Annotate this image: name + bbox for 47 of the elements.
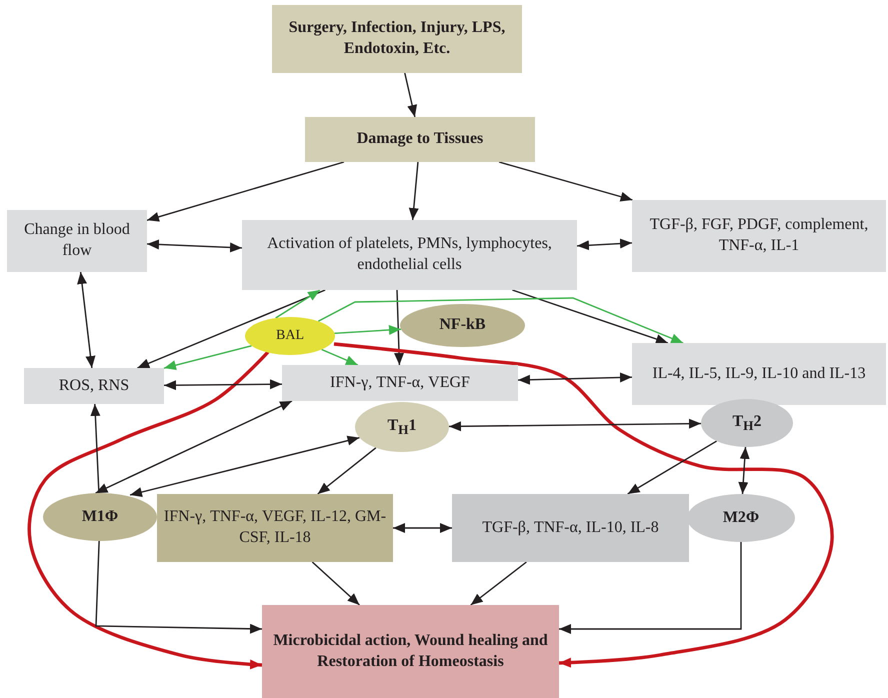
- arrow: [146, 161, 344, 222]
- cause-box: Surgery, Infection, Injury, LPS, Endotoxin, Etc.: [272, 5, 522, 73]
- arrow: [408, 162, 419, 220]
- arrow: [576, 238, 632, 250]
- arrow: [518, 372, 632, 385]
- arrow: [448, 418, 702, 432]
- mediator-box: TGF-β, TNF-α, IL-10, IL-8: [452, 494, 689, 562]
- mediator-box: IL-4, IL-5, IL-9, IL-10 and IL-13: [632, 343, 886, 405]
- arrow: [312, 561, 360, 606]
- arrow: [498, 161, 633, 202]
- arrow: [559, 542, 742, 634]
- arrow: [95, 400, 292, 494]
- cell-ellipse: M2Φ: [687, 494, 795, 542]
- mediator-box: TGF-β, FGF, PDGF, complement, TNF-α, IL-1: [632, 200, 886, 272]
- arrow: [318, 297, 684, 344]
- cell-ellipse: T$_{H}$2: [701, 399, 793, 447]
- arrow: [334, 342, 834, 668]
- arrow: [738, 446, 750, 494]
- arrow: [317, 447, 376, 495]
- arrow: [394, 290, 404, 366]
- arrow: [95, 540, 262, 634]
- arrow: [130, 436, 360, 497]
- arrow: [28, 350, 270, 670]
- cell-ellipse: T$_{H}$1: [355, 402, 449, 452]
- mediator-box: IFN-γ, TNF-α, VEGF: [282, 365, 518, 401]
- factor-ellipse: NF-kB: [400, 304, 525, 347]
- arrow: [164, 345, 252, 370]
- arrow: [470, 561, 527, 606]
- arrow: [404, 72, 418, 118]
- cell-ellipse: M1Φ: [43, 493, 157, 541]
- arrow: [321, 348, 358, 366]
- arrow: [275, 289, 320, 319]
- arrow: [164, 379, 282, 390]
- mediator-box: ROS, RNS: [24, 368, 164, 404]
- arrow: [393, 523, 452, 533]
- arrow: [77, 272, 96, 368]
- arrow: [146, 239, 242, 252]
- process-box: Activation of platelets, PMNs, lymphocytes, endothelial cells: [242, 220, 577, 290]
- process-box: Damage to Tissues: [305, 117, 535, 162]
- arrow: [334, 324, 401, 335]
- arrow: [627, 440, 718, 495]
- mediator-box: IFN-γ, TNF-α, VEGF, IL-12, GM-CSF, IL-18: [157, 494, 393, 562]
- arrow: [512, 289, 668, 344]
- outcome-box: Microbicidal action, Wound healing and Restoration of Homeostasis: [262, 605, 559, 698]
- arrow: [137, 289, 326, 369]
- process-box: Change in blood flow: [7, 210, 147, 272]
- agent-ellipse: BAL: [245, 317, 335, 355]
